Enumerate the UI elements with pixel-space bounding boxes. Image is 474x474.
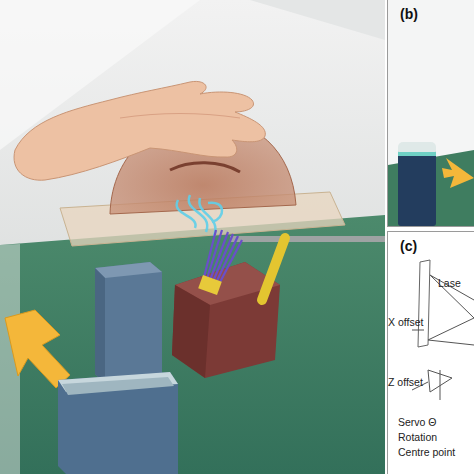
annotation-label: Centre point [398,446,455,458]
hand [14,81,265,180]
panel-c-drawing [388,232,474,474]
annotation-label: Rotation [398,431,437,443]
annotation-label: Lase [438,277,461,289]
annotation-label: Z offset [388,376,423,388]
main-scene [0,0,385,474]
panel-label: (c) [400,238,417,254]
panel-frame: (b) [387,0,474,227]
annotation-label: Servo Θ [398,416,437,428]
annotation-label: X offset [388,316,423,328]
panel-label: (b) [400,6,418,22]
panel-b-scene [388,0,474,226]
